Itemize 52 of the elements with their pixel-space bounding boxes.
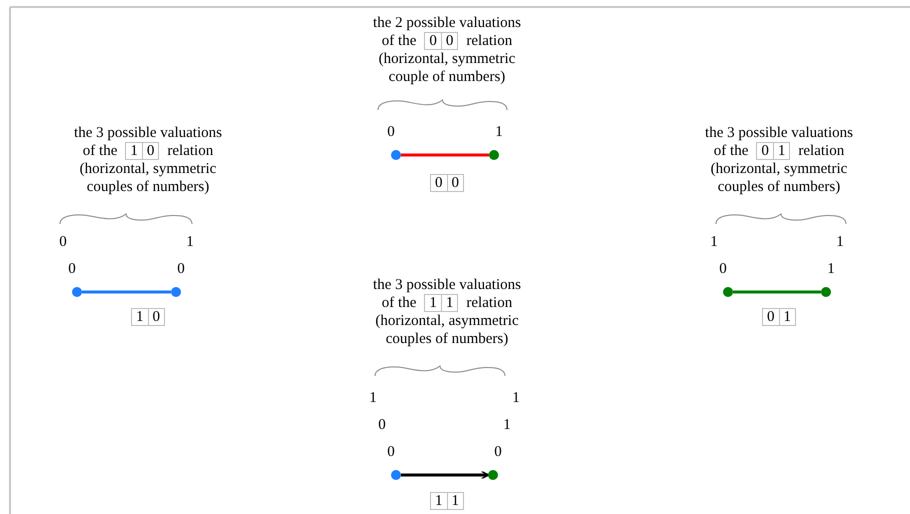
value-cell: 1 — [431, 493, 448, 509]
heading-text: the 2 possible valuations — [373, 14, 521, 32]
valuation-number: 0 — [718, 261, 728, 277]
value-cell-text: 1 — [444, 295, 454, 311]
valuation-number: 0 — [386, 444, 396, 460]
value-cell: 0 — [425, 33, 442, 49]
heading-text: the 3 possible valuations — [373, 276, 521, 294]
value-cell-text: 1 — [776, 143, 786, 159]
valuation-number: 1 — [835, 234, 845, 250]
value-cell: 1 — [126, 143, 143, 159]
valuation-number: 1 — [502, 417, 512, 433]
valuation-number: 1 — [511, 390, 521, 406]
heading-text: (horizontal, symmetric couples of numbers) — [78, 160, 218, 196]
valuation-number: 1 — [826, 261, 836, 277]
valuation-number: 0 — [377, 417, 387, 433]
heading-text: (horizontal, symmetric couple of numbers) — [378, 50, 516, 86]
valuation-number: 0 — [58, 234, 68, 250]
valuation-number: 0 — [386, 124, 396, 140]
value-cell: 1 — [425, 295, 442, 311]
valuation-number: 0 — [67, 261, 77, 277]
valuation-number: 1 — [709, 234, 719, 250]
valuation-number: 1 — [494, 124, 504, 140]
heading-text: of the — [382, 294, 416, 312]
heading-text: (horizontal, asymmetric couples of numbers) — [374, 312, 520, 348]
value-cell-text: 1 — [782, 309, 792, 325]
heading-text: of the — [82, 142, 118, 160]
heading-text: relation — [167, 142, 214, 160]
connector-line — [82, 290, 171, 294]
arrow — [401, 470, 490, 480]
heading-text: relation — [466, 32, 512, 50]
value-cell-text: 0 — [146, 143, 156, 159]
heading-text: of the — [382, 32, 416, 50]
value-cell-text: 0 — [450, 175, 460, 191]
connector-line — [733, 290, 821, 294]
value-cell: 1 — [132, 309, 148, 325]
value-cell-text: 0 — [444, 33, 454, 49]
valuation-number: 1 — [185, 234, 195, 250]
valuation-number: 1 — [368, 390, 378, 406]
value-cell: 0 — [763, 309, 780, 325]
valuation-number: 0 — [493, 444, 503, 460]
value-cell-text: 1 — [450, 493, 460, 509]
valuation-number: 0 — [176, 261, 186, 277]
connector-line — [401, 154, 489, 156]
heading-text: the 3 possible valuations — [705, 124, 853, 142]
heading-text: (horizontal, symmetric couples of numbers) — [710, 160, 848, 196]
heading-text: the 3 possible valuations — [74, 124, 222, 142]
heading-text: relation — [798, 142, 844, 160]
heading-text: of the — [714, 142, 748, 160]
value-cell-text: 0 — [152, 309, 161, 325]
value-cell: 0 — [431, 175, 448, 191]
heading-text: relation — [466, 294, 512, 312]
value-cell: 0 — [757, 143, 774, 159]
